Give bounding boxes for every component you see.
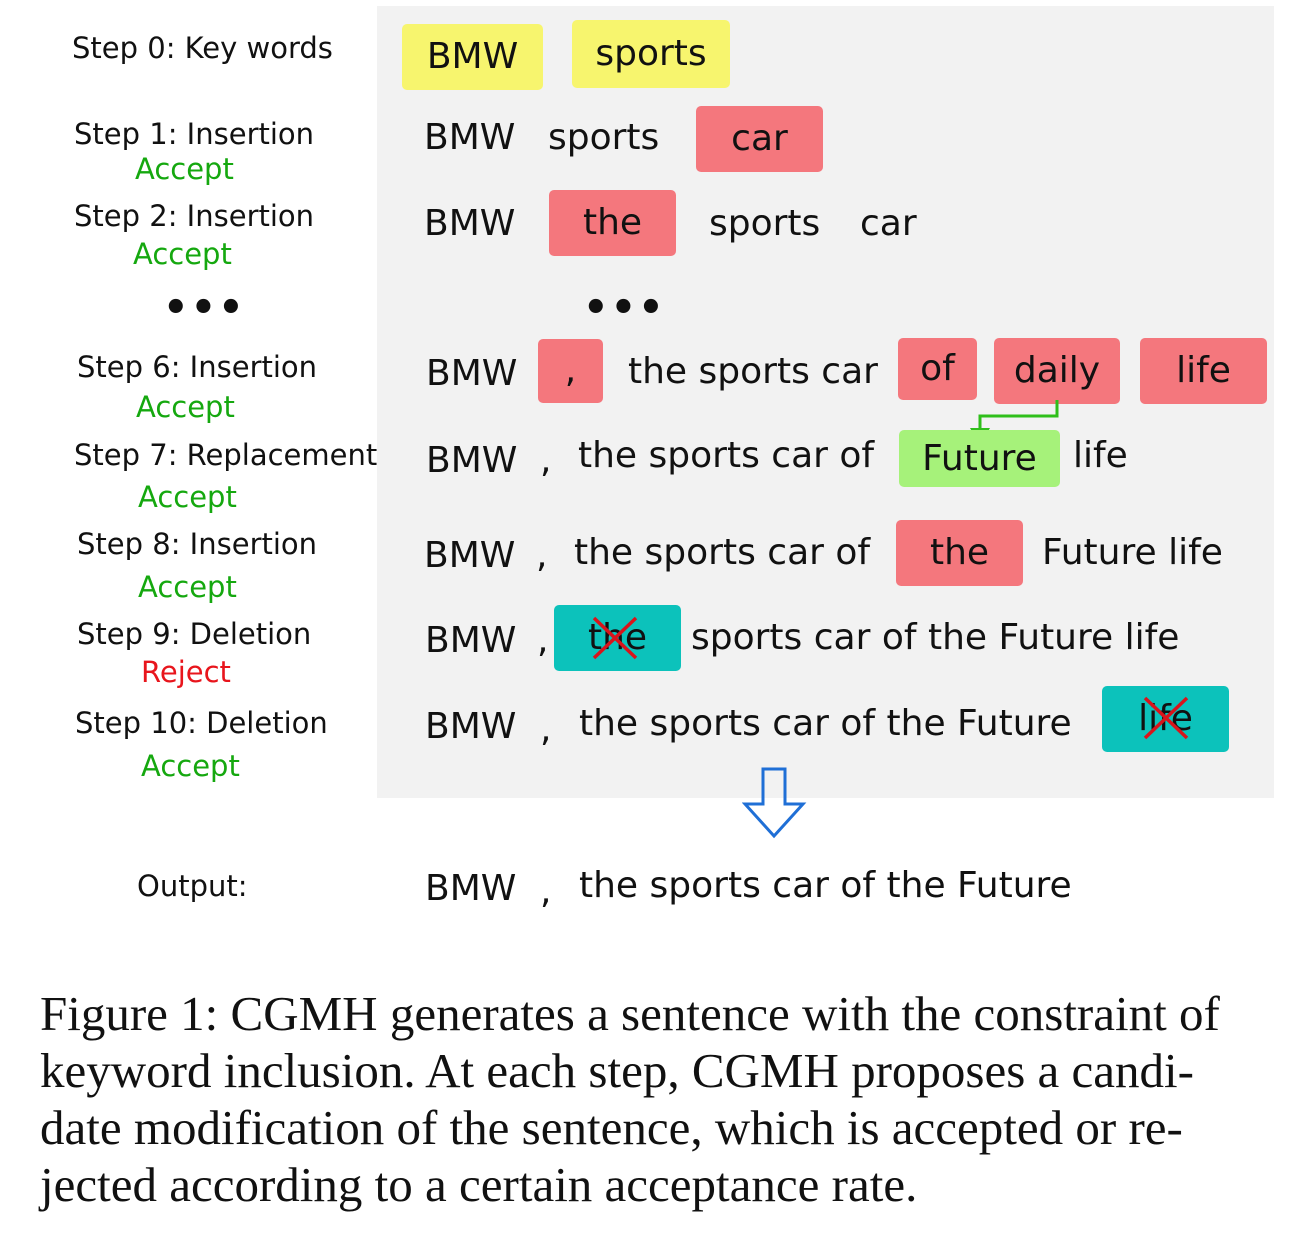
keyword-bmw: BMW bbox=[402, 24, 543, 90]
left-ellipsis: ••• bbox=[163, 285, 246, 331]
row2-inserted-the: the bbox=[549, 190, 676, 256]
row10-bmw: BMW bbox=[425, 706, 517, 747]
step-6-decision: Accept bbox=[136, 390, 235, 424]
step-10-decision: Accept bbox=[141, 749, 240, 783]
output-bmw: BMW bbox=[425, 868, 517, 909]
row7-the-sports-car-of: the sports car of bbox=[578, 435, 875, 476]
steps-panel bbox=[377, 6, 1274, 798]
step-6-label: Step 6: Insertion bbox=[77, 350, 318, 384]
caption-line-3: date modification of the sentence, which… bbox=[40, 1100, 1183, 1155]
step-2-label: Step 2: Insertion bbox=[74, 199, 315, 233]
step-8-label: Step 8: Insertion bbox=[77, 527, 318, 561]
caption-line-4: jected according to a certain acceptance… bbox=[40, 1157, 918, 1212]
row1-sports: sports bbox=[548, 117, 660, 158]
right-ellipsis: ••• bbox=[583, 285, 666, 331]
row7-comma: , bbox=[540, 440, 552, 481]
row2-bmw: BMW bbox=[424, 203, 516, 244]
step-2-decision: Accept bbox=[133, 237, 232, 271]
row8-future-life: Future life bbox=[1042, 532, 1223, 573]
row8-inserted-the: the bbox=[896, 520, 1023, 586]
step-10-label: Step 10: Deletion bbox=[75, 706, 328, 740]
output-rest: the sports car of the Future bbox=[579, 865, 1072, 906]
keyword-sports: sports bbox=[572, 20, 730, 88]
row10-the-sports-car-of-the-future: the sports car of the Future bbox=[579, 703, 1072, 744]
caption-line-1: Figure 1: CGMH generates a sentence with… bbox=[40, 986, 1220, 1041]
down-arrow-icon bbox=[742, 767, 807, 839]
step-7-label: Step 7: Replacement bbox=[74, 438, 378, 472]
row6-inserted-of: of bbox=[898, 338, 977, 400]
row9-rest: sports car of the Future life bbox=[691, 617, 1180, 658]
step-8-decision: Accept bbox=[138, 570, 237, 604]
caption-line-2: keyword inclusion. At each step, CGMH pr… bbox=[40, 1043, 1194, 1098]
row9-comma: , bbox=[537, 620, 549, 661]
row8-the-sports-car-of: the sports car of bbox=[574, 532, 871, 573]
step-9-decision: Reject bbox=[141, 655, 231, 689]
row6-inserted-comma: , bbox=[538, 339, 603, 403]
row9-cross-icon bbox=[592, 616, 638, 660]
row10-comma: , bbox=[540, 709, 552, 750]
row7-bmw: BMW bbox=[426, 440, 518, 481]
row9-bmw: BMW bbox=[425, 620, 517, 661]
row8-bmw: BMW bbox=[424, 535, 516, 576]
row2-sports: sports bbox=[709, 203, 821, 244]
output-label: Output: bbox=[137, 869, 248, 903]
step-7-decision: Accept bbox=[138, 480, 237, 514]
step-0-label: Step 0: Key words bbox=[72, 31, 333, 65]
row8-comma: , bbox=[536, 535, 548, 576]
row1-inserted-car: car bbox=[696, 106, 823, 172]
row6-the-sports-car: the sports car bbox=[628, 351, 878, 392]
row1-bmw: BMW bbox=[424, 117, 516, 158]
step-1-decision: Accept bbox=[135, 152, 234, 186]
row6-inserted-daily: daily bbox=[994, 338, 1120, 404]
figure-caption: Figure 1: CGMH generates a sentence with… bbox=[40, 985, 1280, 1213]
step-9-label: Step 9: Deletion bbox=[77, 617, 312, 651]
row2-car: car bbox=[860, 203, 917, 244]
step-1-label: Step 1: Insertion bbox=[74, 117, 315, 151]
row7-life: life bbox=[1073, 435, 1128, 476]
row6-inserted-life: life bbox=[1140, 338, 1267, 404]
row7-replaced-future: Future bbox=[899, 430, 1060, 487]
row6-bmw: BMW bbox=[426, 353, 518, 394]
row10-cross-icon bbox=[1143, 696, 1189, 740]
output-comma: , bbox=[540, 871, 552, 912]
